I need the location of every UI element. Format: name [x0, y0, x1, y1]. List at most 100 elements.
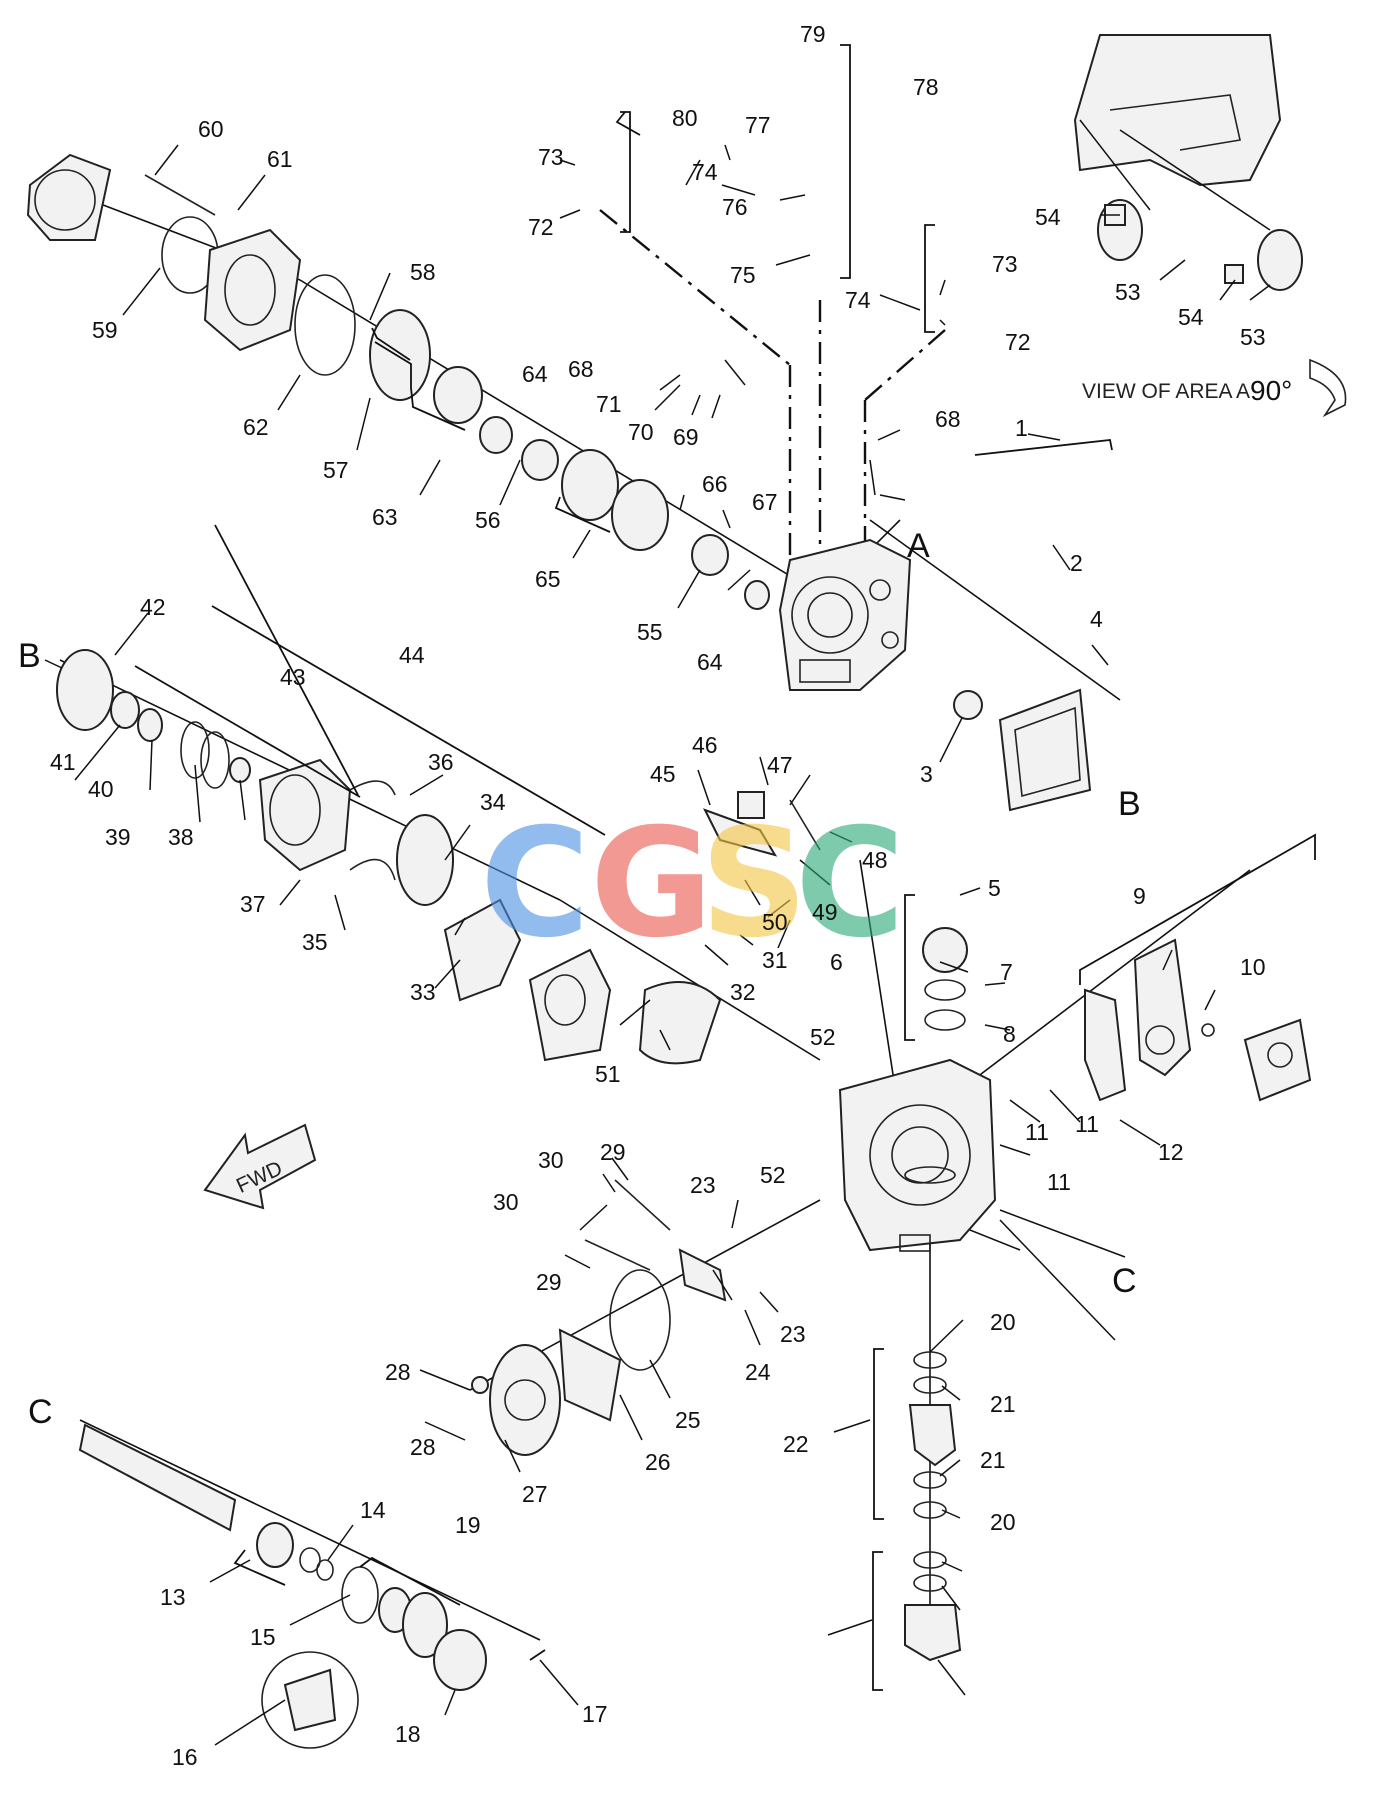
callout-69: 69 [673, 424, 699, 450]
callout-12: 12 [1158, 1139, 1184, 1165]
callout-5: 5 [988, 875, 1001, 901]
callout-45: 45 [650, 761, 676, 787]
callout-1: 1 [1015, 415, 1028, 441]
section-letter-c-left: C [28, 1393, 53, 1431]
callout-28a: 28 [385, 1359, 411, 1385]
callout-68b: 68 [935, 406, 961, 432]
callout-51: 51 [595, 1061, 621, 1087]
callout-55: 55 [637, 619, 663, 645]
callout-11a: 11 [1025, 1119, 1049, 1145]
callout-18: 18 [395, 1721, 421, 1747]
callout-66: 66 [702, 471, 728, 497]
callout-72b: 72 [1005, 329, 1031, 355]
callout-30a: 30 [538, 1147, 564, 1173]
area-a-detail [1073, 34, 1303, 291]
watermark: C G S C [480, 797, 905, 971]
callout-6: 6 [830, 949, 843, 975]
watermark-letter: C [480, 797, 590, 971]
callout-7: 7 [1000, 959, 1013, 985]
callout-52b: 52 [760, 1162, 786, 1188]
callout-20b: 20 [990, 1509, 1016, 1535]
callout-14: 14 [360, 1497, 386, 1523]
callout-29b: 29 [536, 1269, 562, 1295]
section-letter-c-right: C [1112, 1262, 1137, 1300]
rotation-label: 90° [1250, 375, 1292, 406]
callout-77: 77 [745, 112, 771, 138]
callout-78: 78 [913, 74, 939, 100]
drive-shaft-parts [78, 1423, 487, 1749]
callout-64a: 64 [522, 361, 548, 387]
callout-70: 70 [628, 419, 654, 445]
callout-62: 62 [243, 414, 269, 440]
callout-35: 35 [302, 929, 328, 955]
callout-52a: 52 [810, 1024, 836, 1050]
callout-34: 34 [480, 789, 506, 815]
callout-48: 48 [862, 847, 888, 873]
callout-64b: 64 [697, 649, 723, 675]
callout-53a: 53 [1115, 279, 1141, 305]
watermark-letter: C [795, 797, 905, 971]
callout-58: 58 [410, 259, 436, 285]
callout-9: 9 [1133, 883, 1146, 909]
callout-76: 76 [722, 194, 748, 220]
callout-74a: 74 [692, 159, 718, 185]
callout-40: 40 [88, 776, 114, 802]
callout-43: 43 [280, 664, 306, 690]
shaft-bearing-parts [369, 309, 983, 720]
callout-2: 2 [1070, 550, 1083, 576]
watermark-letter: S [700, 797, 808, 971]
callout-21b: 21 [980, 1447, 1006, 1473]
callout-63: 63 [372, 504, 398, 530]
callout-56: 56 [475, 507, 501, 533]
rotation-arrow-icon [1309, 358, 1347, 418]
callout-17: 17 [582, 1701, 608, 1727]
end-cover-assembly [26, 153, 356, 376]
callout-73b: 73 [992, 251, 1018, 277]
callout-19: 19 [455, 1512, 481, 1538]
callout-59: 59 [92, 317, 118, 343]
callout-53b: 53 [1240, 324, 1266, 350]
section-letter-a: A [907, 527, 930, 565]
watermark-letter: G [590, 797, 713, 971]
callout-26: 26 [645, 1449, 671, 1475]
swashplate-parts [638, 791, 821, 1065]
view-caption: VIEW OF AREA A 90° [1082, 358, 1347, 418]
callout-27: 27 [522, 1481, 548, 1507]
callout-79: 79 [800, 21, 826, 47]
callout-73a: 73 [538, 144, 564, 170]
callout-20a: 20 [990, 1309, 1016, 1335]
forward-arrow: FWD [203, 1123, 317, 1210]
callout-71: 71 [596, 391, 622, 417]
callout-numbers: 1 2 3 4 5 6 7 8 9 10 11 11 11 12 13 14 1… [50, 21, 1266, 1770]
callout-24: 24 [745, 1359, 771, 1385]
callout-22: 22 [783, 1431, 809, 1457]
callout-44: 44 [399, 642, 425, 668]
callout-28b: 28 [410, 1434, 436, 1460]
callout-49: 49 [812, 899, 838, 925]
section-letters: A B B C C [18, 527, 1141, 1431]
callout-13: 13 [160, 1584, 186, 1610]
group-brackets [134, 44, 1316, 1691]
callout-54a: 54 [1035, 204, 1061, 230]
callout-10: 10 [1240, 954, 1266, 980]
callout-57: 57 [323, 457, 349, 483]
callout-68a: 68 [568, 356, 594, 382]
rotating-group [56, 649, 612, 1062]
callout-42: 42 [140, 594, 166, 620]
callout-16: 16 [172, 1744, 198, 1770]
front-cover-parts [471, 1179, 727, 1456]
callout-33: 33 [410, 979, 436, 1005]
callout-21a: 21 [990, 1391, 1016, 1417]
callout-11b: 11 [1075, 1111, 1099, 1137]
callout-3: 3 [920, 761, 933, 787]
callout-67: 67 [752, 489, 778, 515]
callout-47: 47 [767, 752, 793, 778]
callout-23b: 23 [780, 1321, 806, 1347]
callout-54b: 54 [1178, 304, 1204, 330]
callout-25: 25 [675, 1407, 701, 1433]
callout-74b: 74 [845, 287, 871, 313]
callout-75: 75 [730, 262, 756, 288]
callout-23a: 23 [690, 1172, 716, 1198]
callout-11c: 11 [1047, 1169, 1071, 1195]
